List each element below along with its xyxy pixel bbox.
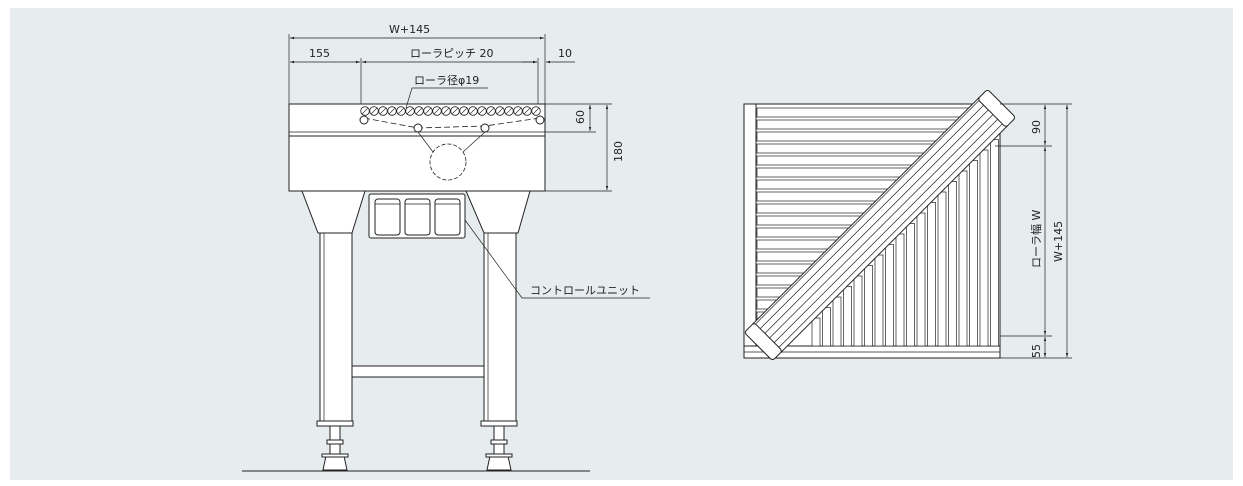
- roller: [979, 149, 989, 347]
- roller: [969, 160, 978, 347]
- foot-pad-left: [322, 455, 348, 471]
- drawing-panel: [10, 8, 1233, 480]
- roller: [832, 296, 842, 347]
- cross-bar: [351, 365, 485, 378]
- roller-diameter-leader: [405, 87, 488, 109]
- dim-left-offset: 155: [309, 47, 330, 60]
- roller: [948, 181, 957, 347]
- foot-pad-right: [486, 455, 512, 471]
- roller: [885, 244, 894, 347]
- roller: [916, 212, 926, 347]
- roller: [927, 202, 936, 347]
- control-unit-leader: [464, 219, 650, 299]
- roller: [756, 131, 964, 142]
- dim-overall-width: W+145: [389, 23, 430, 36]
- dim-right-offset: 10: [558, 47, 572, 60]
- roller: [822, 307, 831, 347]
- roller: [756, 119, 975, 130]
- diagonal-roller-bank: [744, 89, 1016, 361]
- pulley-right: [480, 123, 490, 133]
- roller: [811, 317, 821, 347]
- roller: [756, 143, 953, 154]
- leg-left: [319, 232, 353, 422]
- idler-right: [535, 115, 545, 125]
- front-view: コントロールユニット W+145 155 ローラピッチ 20 10 ローラ径φ1…: [242, 23, 650, 472]
- dim-top-height: 60: [574, 110, 587, 124]
- roller: [937, 191, 947, 347]
- top-view: 90 ローラ幅 W W+145 55: [743, 89, 1072, 361]
- roller: [895, 233, 905, 347]
- roller: [843, 286, 852, 347]
- pulley-left: [413, 123, 423, 133]
- roller: [958, 170, 968, 347]
- bottom-rollers: [811, 139, 999, 347]
- dim-frame-height: 180: [612, 141, 625, 162]
- leg-right: [483, 232, 517, 422]
- motor-outline: [429, 143, 467, 181]
- leg-head-right: [465, 190, 531, 234]
- roller: [990, 139, 999, 347]
- dim-roller-diameter: ローラ径φ19: [414, 74, 479, 87]
- idler-left: [359, 115, 369, 125]
- roller-row: [360, 106, 541, 116]
- control-slot-1: [374, 198, 401, 236]
- dim-bottom-depth: 55: [1030, 344, 1043, 358]
- dim-side-total: W+145: [1052, 221, 1065, 262]
- roller: [864, 265, 873, 347]
- dim-roller-width: ローラ幅 W: [1030, 210, 1043, 268]
- roller: [853, 275, 863, 347]
- roller: [906, 223, 915, 347]
- roller: [756, 107, 986, 118]
- control-unit-label: コントロールユニット: [530, 284, 640, 297]
- lower-frame: [288, 135, 546, 192]
- roller: [874, 254, 884, 347]
- dim-roller-pitch: ローラピッチ 20: [410, 47, 494, 60]
- drive-belt: [363, 117, 541, 129]
- dim-top-depth: 90: [1030, 120, 1043, 134]
- leg-head-left: [301, 190, 366, 234]
- control-slot-2: [404, 198, 431, 236]
- control-slot-3: [434, 198, 461, 236]
